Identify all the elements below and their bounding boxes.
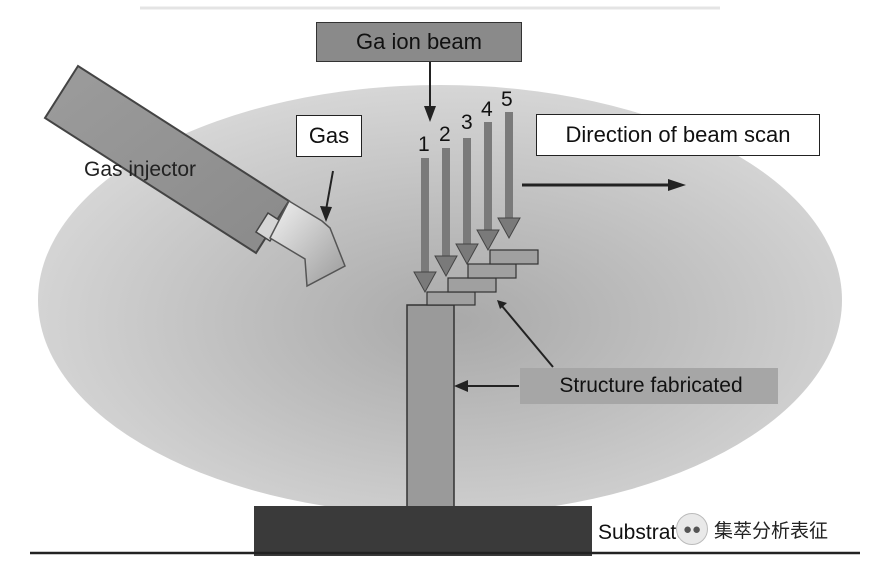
- gas-flow-arrow: [269, 199, 346, 288]
- beam-arrow-1: [413, 158, 437, 294]
- substrate-label: Substrate: [598, 521, 688, 544]
- gas-label: Gas: [296, 115, 362, 157]
- beam-number-3: 3: [461, 111, 473, 134]
- overhang-pointer-arrow: [497, 300, 554, 368]
- beam-arrow-4: [476, 122, 500, 252]
- gas-injector: [43, 64, 291, 255]
- beam-number-2: 2: [439, 123, 451, 146]
- substrate-block: [254, 506, 592, 556]
- beam-arrow-5: [497, 112, 521, 240]
- beam-arrow-2: [434, 148, 458, 278]
- beam-number-4: 4: [481, 98, 493, 121]
- pillar-pointer-arrow: [454, 380, 519, 392]
- scan-direction-arrow: [522, 179, 686, 191]
- wechat-icon: ●●: [676, 513, 708, 545]
- ga-ion-beam-label: Ga ion beam: [316, 22, 522, 62]
- beam-arrow-3: [455, 138, 479, 266]
- watermark: ●● 集萃分析表征: [676, 513, 828, 545]
- gas-pointer-arrow: [320, 170, 334, 222]
- gas-injector-label: Gas injector: [84, 158, 197, 181]
- beam-number-1: 1: [418, 133, 430, 156]
- beam-number-5: 5: [501, 88, 513, 111]
- structure-fabricated-label: Structure fabricated: [520, 368, 778, 404]
- beam-source-arrow: [424, 62, 436, 122]
- scan-direction-label: Direction of beam scan: [536, 114, 820, 156]
- watermark-text: 集萃分析表征: [714, 520, 829, 542]
